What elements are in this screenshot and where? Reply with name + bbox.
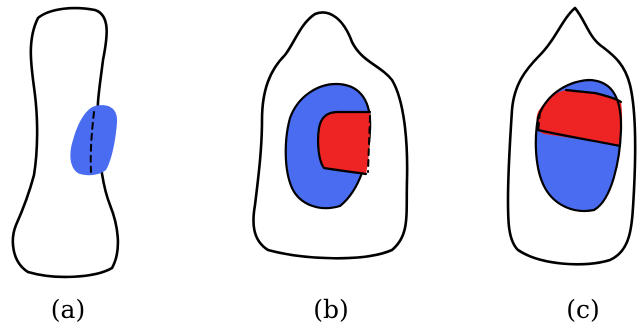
caption-b: (b) — [313, 295, 349, 324]
panel-a — [13, 8, 118, 277]
caption-c: (c) — [566, 295, 600, 324]
panel-b — [253, 12, 407, 258]
panel-b-red-region — [318, 112, 370, 174]
panel-c — [508, 8, 635, 264]
caption-a: (a) — [51, 295, 85, 324]
